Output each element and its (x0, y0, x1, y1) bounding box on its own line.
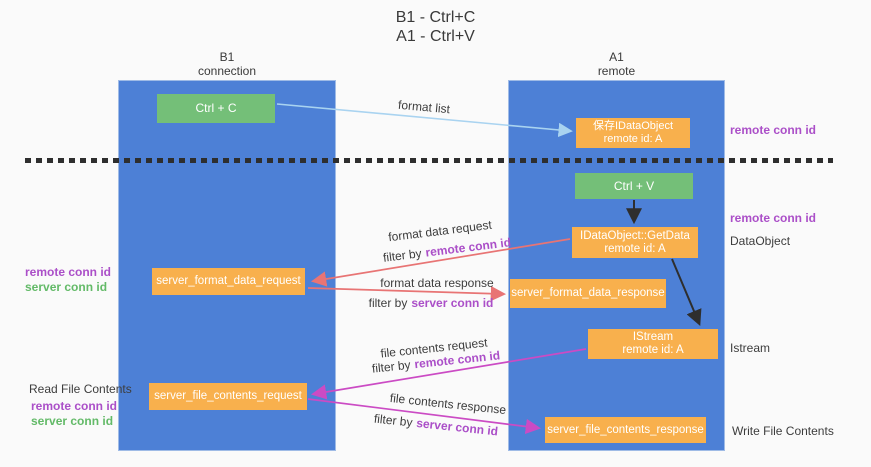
lane-b1-title: B1 (219, 50, 235, 64)
right-label-dataobject: DataObject (730, 234, 790, 248)
node-server-format-data-request: server_format_data_request (152, 268, 305, 295)
write-file-contents-text: Write File Contents (732, 424, 834, 438)
remote-conn-id-text: remote conn id (730, 123, 817, 137)
server-conn-id-text: server conn id (25, 280, 108, 294)
lane-a1-subtitle: remote (597, 64, 636, 78)
lane-a1-title: A1 (609, 50, 624, 64)
right-label-write-file-contents: Write File Contents (732, 424, 834, 438)
node-format-request-label: server_format_data_request (156, 275, 301, 287)
node-format-response-label: server_format_data_response (511, 287, 665, 299)
server-conn-id-text: server conn id (31, 414, 114, 428)
dashed-separator-line (25, 158, 833, 163)
node-istream: IStream remote id: A (588, 329, 718, 359)
node-server-file-contents-response: server_file_contents_response (545, 417, 706, 443)
node-save-idataobject-line2: remote id: A (603, 133, 663, 145)
node-ctrl-v-label: Ctrl + V (613, 178, 655, 193)
label-format-data-response-text: format data response (380, 276, 494, 290)
left-label-conn-ids-bottom: remote conn id server conn id (31, 399, 117, 428)
node-getdata-line1: IDataObject::GetData (580, 229, 690, 242)
filter-by-prefix: filter by (382, 246, 423, 265)
right-label-istream: Istream (730, 341, 770, 355)
label-format-data-response: format data response (380, 276, 493, 290)
node-server-format-data-response: server_format_data_response (510, 279, 666, 308)
lane-header-a1: A1 remote (508, 50, 725, 78)
remote-conn-id-highlight: remote conn id (424, 235, 512, 260)
left-label-read-file-contents: Read File Contents (29, 382, 132, 396)
node-istream-line2: remote id: A (622, 344, 684, 356)
dataobject-text: DataObject (730, 234, 791, 248)
label-file-contents-response-text: file contents response (389, 390, 507, 418)
remote-conn-id-text: remote conn id (31, 399, 118, 413)
label-format-list: format list (397, 98, 450, 116)
server-conn-id-highlight: server conn id (411, 296, 494, 310)
node-file-request-label: server_file_contents_request (154, 390, 302, 402)
node-ctrl-c-label: Ctrl + C (195, 101, 237, 115)
node-istream-line1: IStream (632, 331, 674, 343)
left-label-conn-ids-top: remote conn id server conn id (25, 265, 111, 294)
node-getdata-line2: remote id: A (604, 242, 666, 255)
read-file-contents-text: Read File Contents (29, 382, 132, 396)
right-label-remote-conn-id-top: remote conn id (730, 123, 816, 137)
title-line-1: B1 - Ctrl+C (395, 9, 476, 26)
remote-conn-id-text: remote conn id (25, 265, 112, 279)
title-line-2: A1 - Ctrl+V (396, 28, 475, 45)
node-idataobject-getdata: IDataObject::GetData remote id: A (572, 227, 698, 258)
server-conn-id-highlight: server conn id (415, 415, 499, 439)
istream-text: Istream (730, 341, 771, 355)
filter-by-prefix: filter by (373, 411, 414, 430)
right-label-remote-conn-id-mid: remote conn id (730, 211, 816, 225)
label-file-contents-response: file contents response (389, 391, 507, 417)
filter-by-prefix: filter by (368, 296, 408, 310)
lane-b1-subtitle: connection (197, 64, 257, 78)
label-format-list-text: format list (397, 97, 451, 117)
filter-by-prefix: filter by (371, 357, 412, 376)
remote-conn-id-text: remote conn id (730, 211, 817, 225)
node-save-idataobject-line1: 保存IDataObject (592, 120, 674, 132)
lane-header-b1: B1 connection (118, 50, 336, 78)
diagram-title: B1 - Ctrl+C A1 - Ctrl+V (0, 8, 871, 46)
node-ctrl-v: Ctrl + V (575, 173, 693, 199)
node-server-file-contents-request: server_file_contents_request (149, 383, 307, 410)
node-save-idataobject: 保存IDataObject remote id: A (576, 118, 690, 148)
node-ctrl-c: Ctrl + C (157, 94, 275, 123)
node-file-response-label: server_file_contents_response (547, 423, 704, 436)
